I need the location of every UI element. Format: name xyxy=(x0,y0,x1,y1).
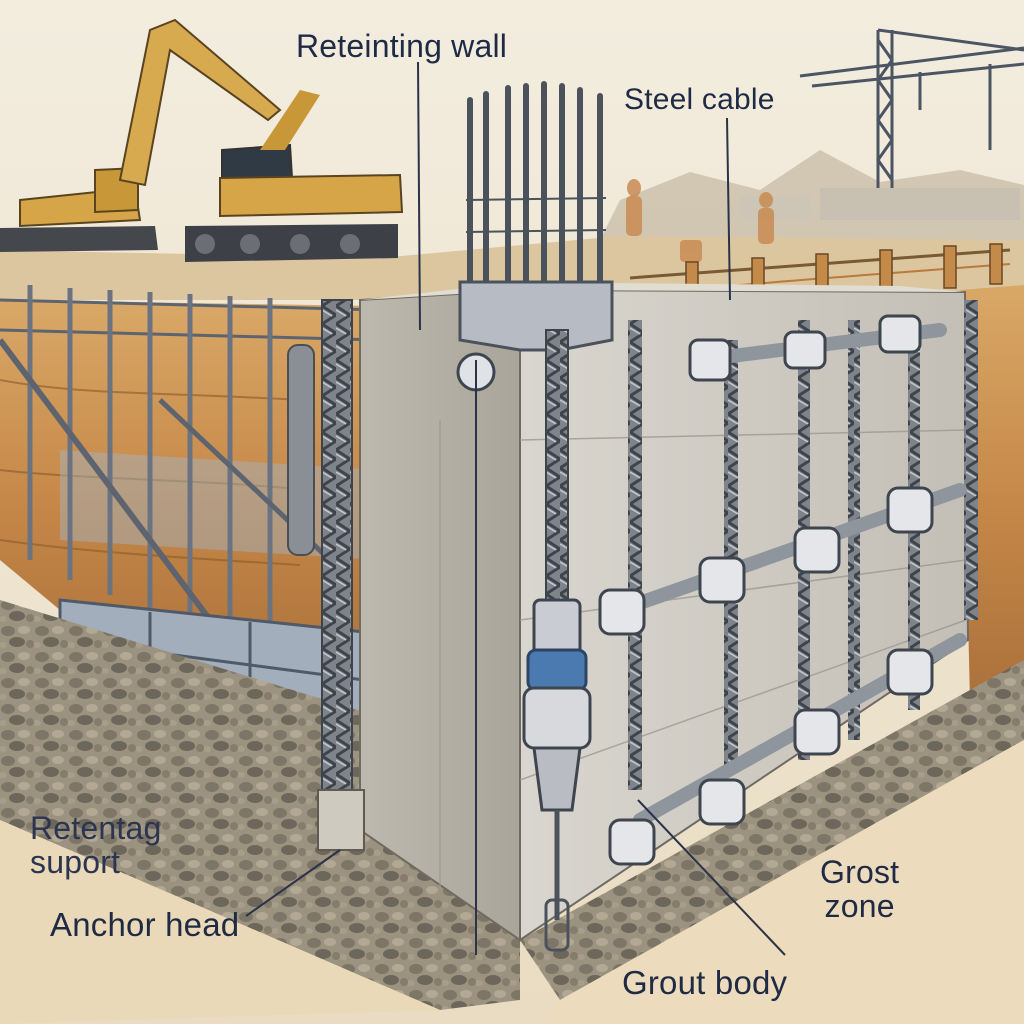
steel-cable-center xyxy=(545,329,569,611)
coupler-clamps xyxy=(598,314,934,866)
excavator-left xyxy=(0,18,282,252)
label-retention-support-line2: suport xyxy=(30,843,121,880)
label-retention-support-line1: Retentag xyxy=(30,810,162,846)
rebar-ties xyxy=(465,197,607,233)
label-grost-zone-line2: zone xyxy=(824,887,895,924)
steel-cable-left xyxy=(321,299,353,791)
gravel-base-right xyxy=(520,660,1024,1000)
leader-lines xyxy=(245,61,786,956)
tower-crane xyxy=(799,28,1024,188)
steel-cable-right-f xyxy=(964,300,978,620)
rebar-cage xyxy=(467,81,603,293)
label-grout-body: Grout body xyxy=(622,964,788,1001)
anchor-base-left xyxy=(317,789,365,851)
ground-surface xyxy=(0,236,1024,300)
label-retention-support: Retentag suport xyxy=(30,810,162,880)
gravel-base xyxy=(0,600,520,1010)
label-grost-zone: Grost zone xyxy=(820,854,900,924)
label-steel-cable: Steel cable xyxy=(624,83,775,116)
steel-cable-right-b xyxy=(724,340,738,770)
background-site xyxy=(600,150,1024,240)
anchor-head-assembly xyxy=(522,598,592,952)
label-grost-zone-line1: Grost xyxy=(820,854,900,890)
retention-support-frame xyxy=(0,285,381,662)
sand-floor-right xyxy=(540,740,1024,1024)
steel-cable-right-a xyxy=(628,320,642,790)
excavator-right xyxy=(185,90,404,262)
anchor-cap-plate xyxy=(458,280,614,352)
sand-floor xyxy=(0,820,440,1024)
site-workers xyxy=(626,179,774,262)
label-anchor-head: Anchor head xyxy=(50,906,240,943)
label-retaining-wall: Reteinting wall xyxy=(296,28,508,64)
